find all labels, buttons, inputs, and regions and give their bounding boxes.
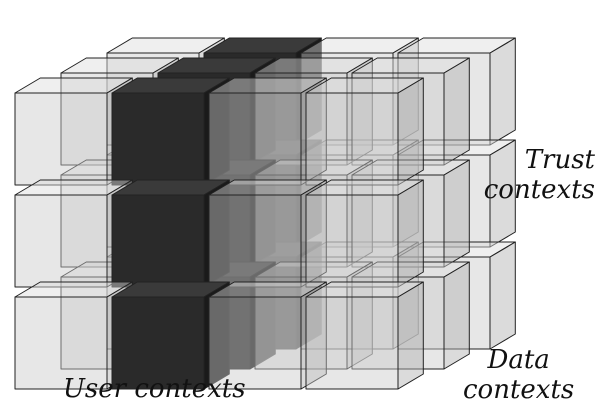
cube-front-face [14,296,108,390]
context-cube [208,179,327,288]
context-cube [305,179,424,288]
context-cube [208,281,327,390]
cube-front-face [305,194,399,288]
cube-side-face [443,159,470,268]
cube-side-face [489,37,516,146]
user-contexts-label: User contexts [63,374,246,404]
context-cube [397,139,516,248]
cube-side-face [397,179,424,288]
data-contexts-line2: contexts [463,375,575,405]
cube-front-face [208,296,302,390]
context-cube [300,241,419,350]
context-cube [254,261,373,370]
cube-side-face [443,57,470,166]
user-context-cube [111,179,230,288]
cube-front-face [14,92,108,186]
cube-front-face [208,92,302,186]
cube-side-face [489,241,516,350]
trust-contexts-label: Trust contexts [484,145,595,205]
cube-front-face [14,194,108,288]
trust-contexts-line1: Trust [524,145,595,175]
cube-side-face [397,77,424,186]
cube-front-face [305,296,399,390]
context-cube [208,77,327,186]
cube-front-face [305,92,399,186]
cube-front-face [111,92,205,186]
cube-front-face [208,194,302,288]
trust-contexts-line2: contexts [483,175,595,205]
cube-front-face [111,194,205,288]
data-contexts-line1: Data [487,345,550,375]
data-contexts-label: Data contexts [463,345,574,405]
cube-front-face [111,296,205,390]
cube-side-face [397,281,424,390]
context-cube [305,281,424,390]
context-cube [305,77,424,186]
user-context-cube [111,281,230,390]
user-context-cube [111,77,230,186]
